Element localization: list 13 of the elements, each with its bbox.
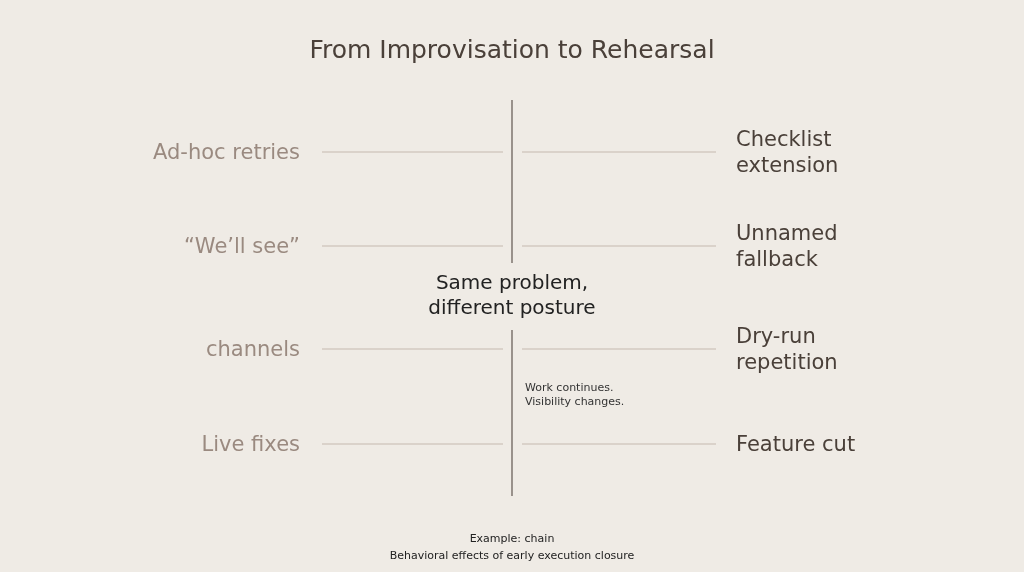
right-label: Unnamed fallback — [736, 219, 839, 272]
left-label: Ad-hoc retries — [153, 139, 300, 166]
title: From Improvisation to Rehearsal — [308, 34, 716, 66]
caption: Behavioral effects of early execution closure — [388, 549, 636, 563]
right-label: Dry-run repetition — [736, 322, 839, 375]
right-label: Feature cut — [736, 431, 857, 458]
note: Work continues. Visibility changes. — [525, 381, 626, 409]
right-label: Checklist extension — [736, 125, 840, 178]
caption: Example: chain — [468, 532, 556, 546]
center-statement: Same problem, different posture — [427, 270, 597, 320]
left-label: “We’ll see” — [184, 233, 300, 260]
left-label: Live fixes — [201, 431, 300, 458]
left-label: channels — [205, 336, 300, 363]
